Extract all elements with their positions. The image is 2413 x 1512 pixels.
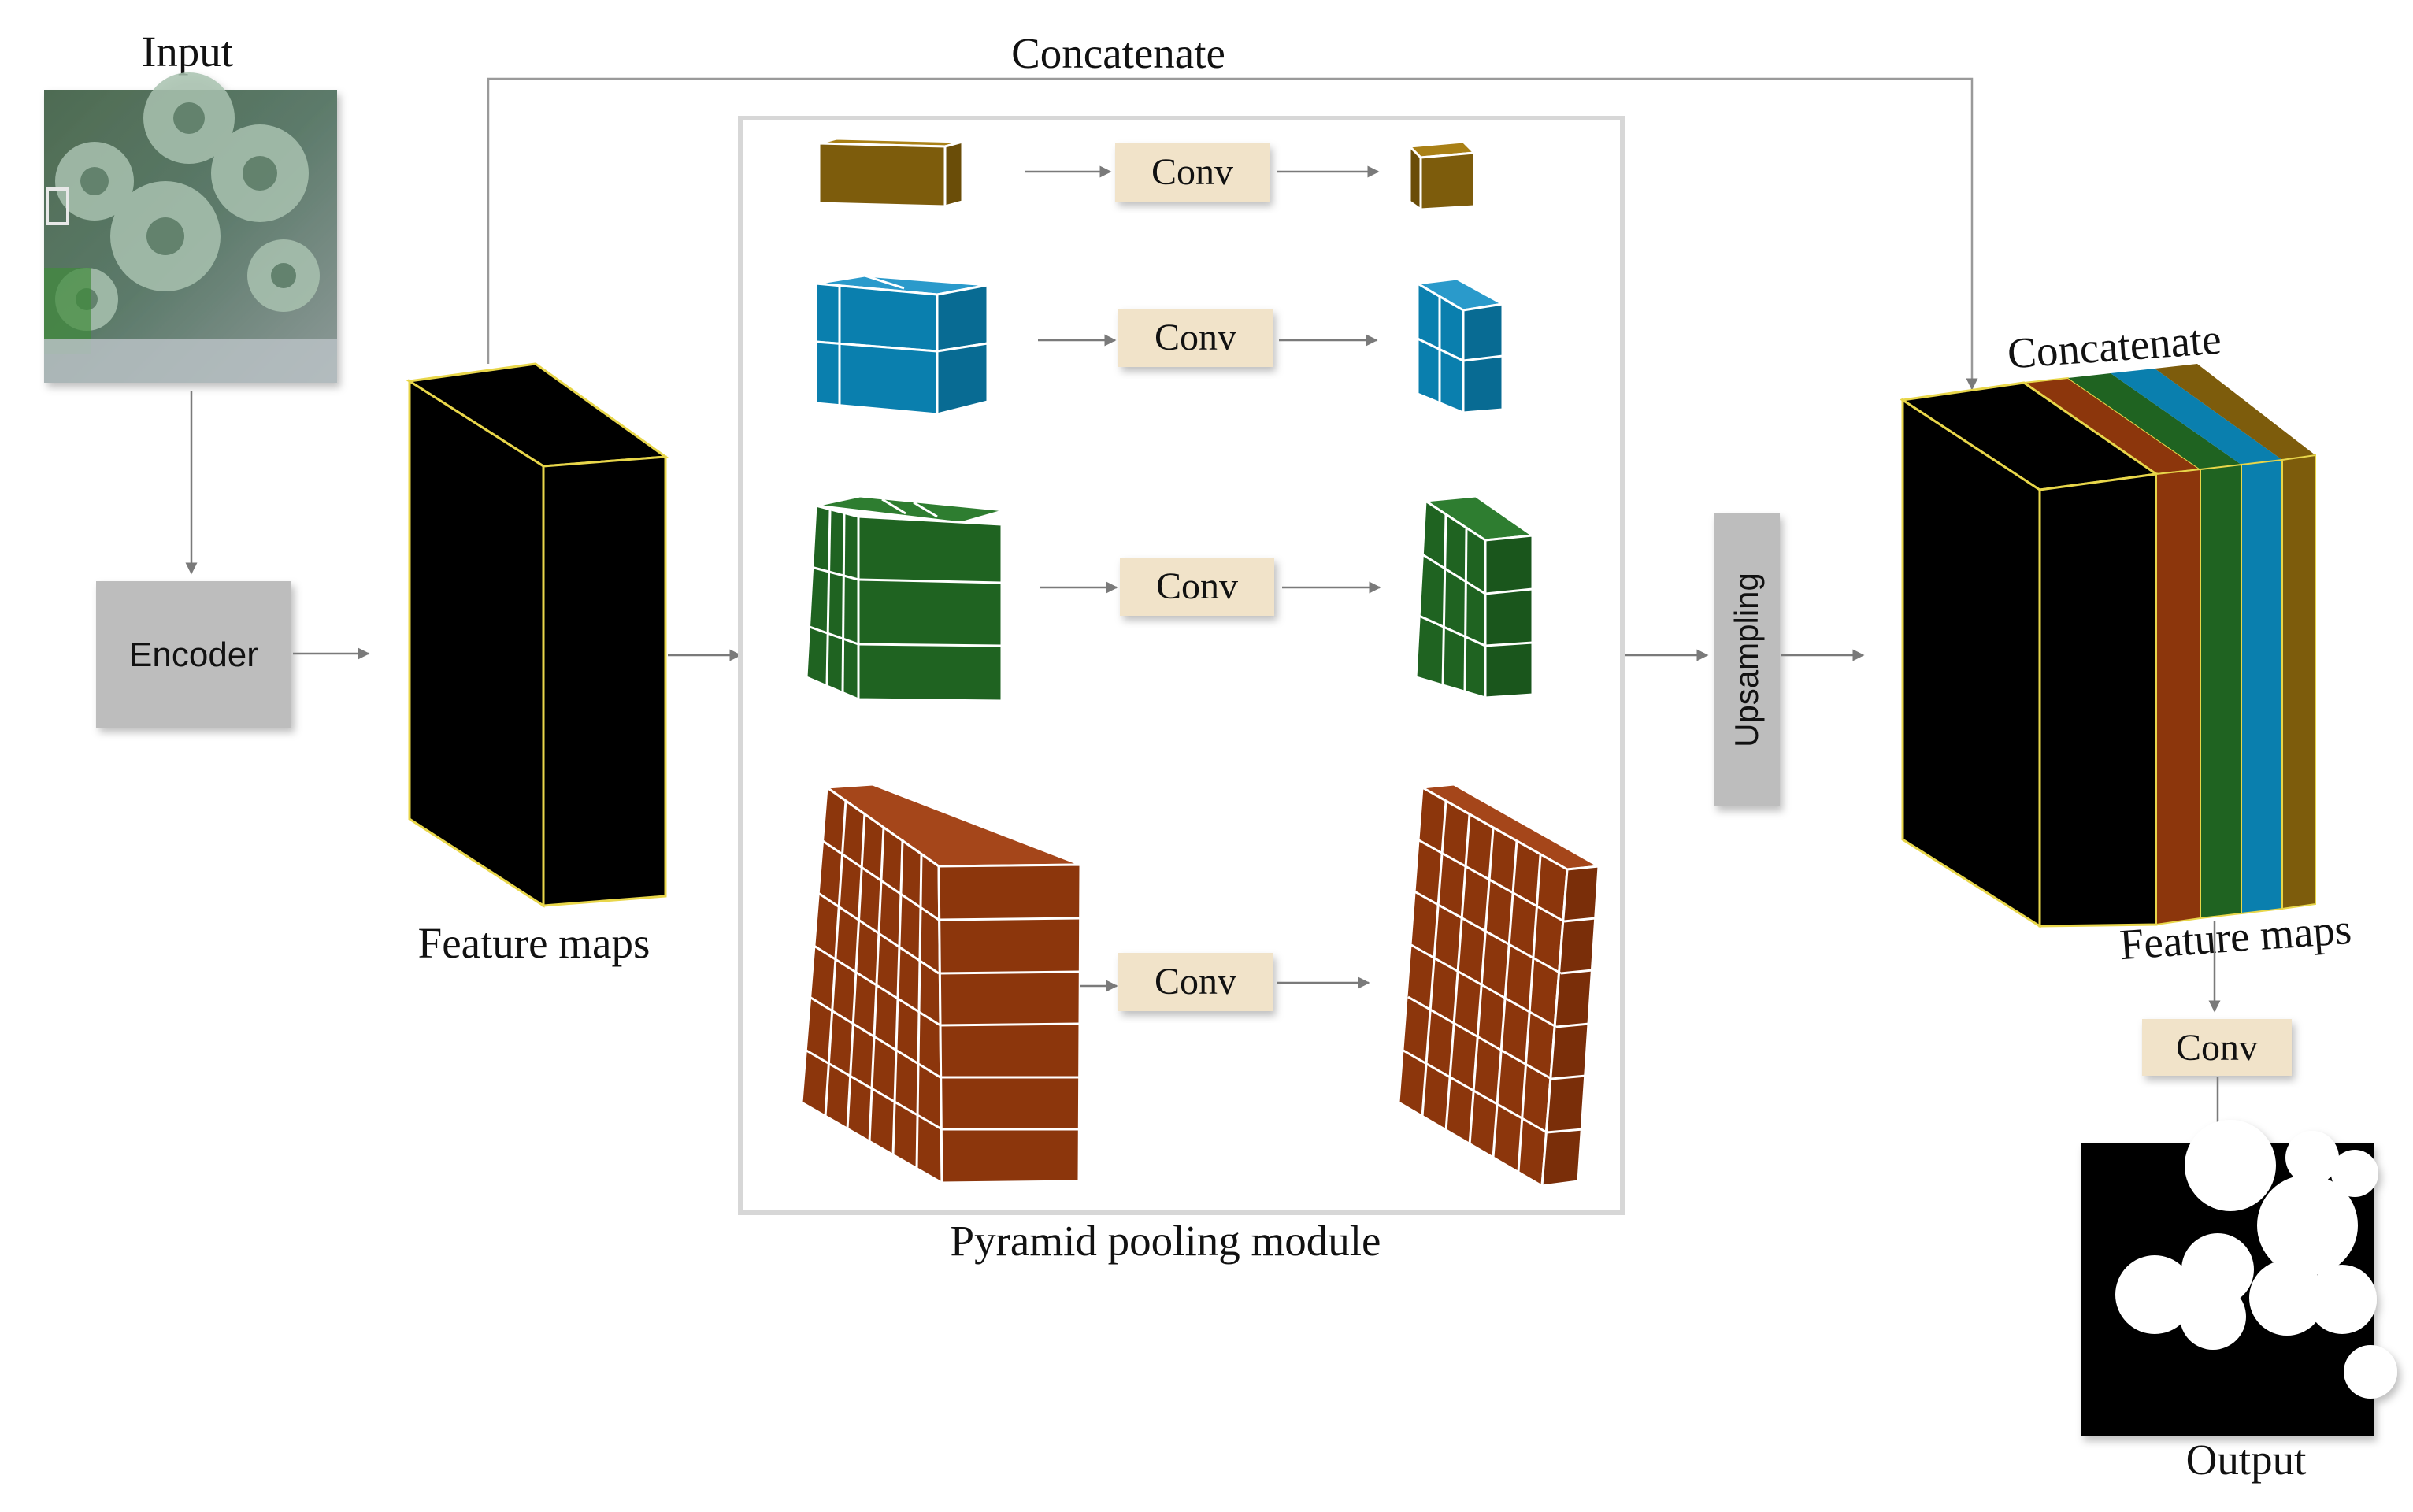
conv-box-6x6 xyxy=(1118,953,1273,1011)
conv-label-6x6: Conv xyxy=(1155,961,1236,1002)
input-image xyxy=(44,72,337,383)
pool-block-1x1-input xyxy=(817,137,964,208)
conv-box-3x3 xyxy=(1120,558,1274,616)
conv-box-output xyxy=(2142,1019,2292,1076)
conv-label-1x1: Conv xyxy=(1151,151,1233,193)
conv-box-2x2 xyxy=(1118,309,1273,367)
conv-label-2x2: Conv xyxy=(1155,317,1236,358)
pool-block-1x1-output xyxy=(1407,140,1477,212)
feature-maps-left xyxy=(406,362,669,908)
output-label: Output xyxy=(2186,1436,2307,1484)
concatenate-top-label: Concatenate xyxy=(1011,29,1225,77)
pool-block-6x6-input xyxy=(800,783,1082,1185)
pool-block-6x6-output xyxy=(1397,783,1603,1188)
pool-block-2x2-output xyxy=(1414,277,1507,415)
encoder-label: Encoder xyxy=(129,636,258,674)
skip-connection-line xyxy=(487,77,1978,391)
feature-maps-left-label: Feature maps xyxy=(418,919,651,967)
upsampling-box xyxy=(1714,513,1780,806)
upsampling-label: Upsampling xyxy=(1728,573,1765,747)
feature-maps-right xyxy=(1899,364,2316,928)
conv-box-1x1 xyxy=(1115,143,1270,202)
conv-label-3x3: Conv xyxy=(1156,565,1238,607)
output-mask-image xyxy=(2081,1120,2397,1436)
pool-block-3x3-input xyxy=(805,495,1006,702)
conv-label-output: Conv xyxy=(2176,1027,2258,1069)
pool-block-3x3-output xyxy=(1414,495,1536,700)
pyramid-pooling-module-label: Pyramid pooling module xyxy=(951,1217,1381,1265)
encoder-box xyxy=(96,581,291,728)
pool-block-2x2-input xyxy=(814,274,989,416)
input-label: Input xyxy=(142,28,233,76)
